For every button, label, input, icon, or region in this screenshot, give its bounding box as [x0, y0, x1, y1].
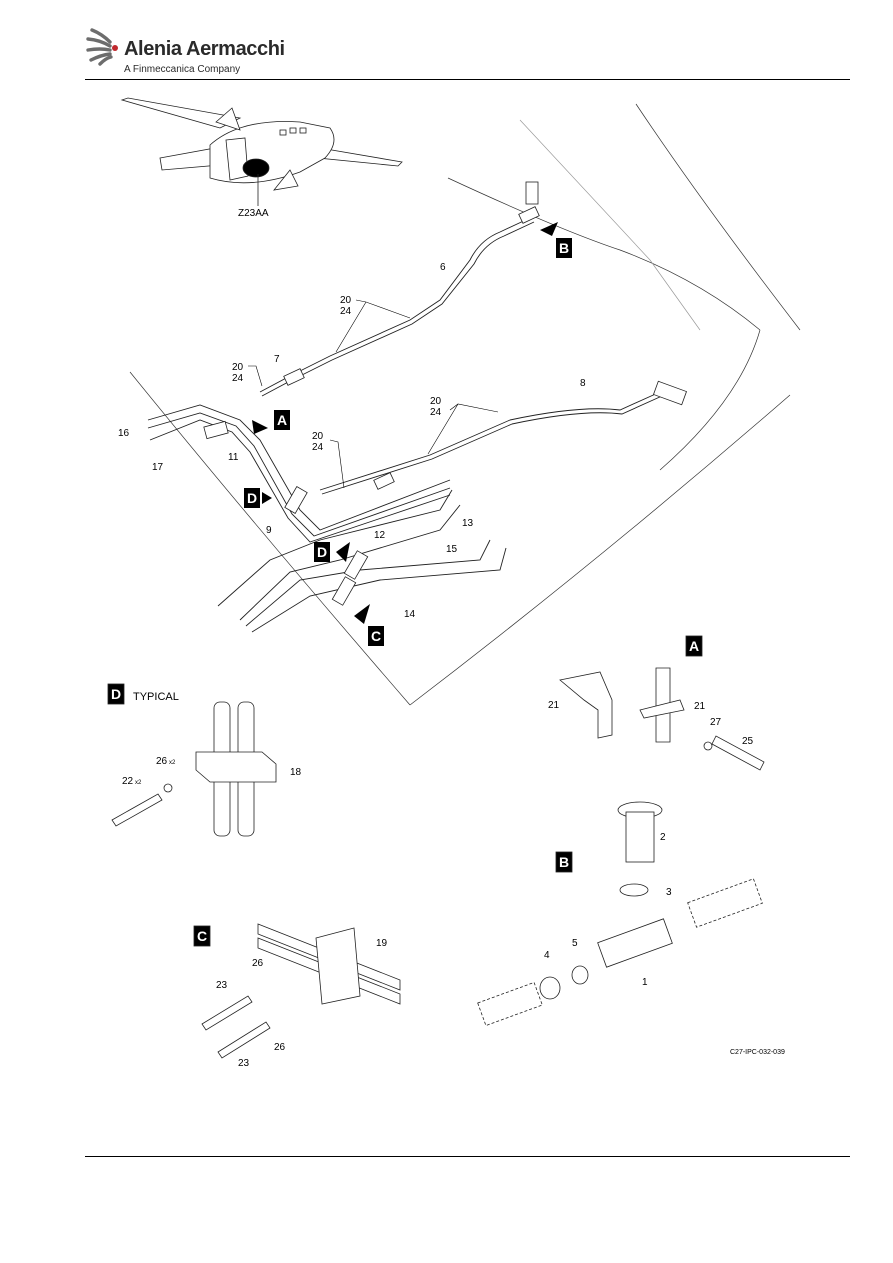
- label-1: 1: [642, 977, 648, 988]
- svg-text:11: 11: [228, 452, 239, 463]
- svg-text:7: 7: [274, 354, 280, 365]
- label-19: 19: [376, 938, 388, 949]
- svg-text:14: 14: [404, 609, 416, 620]
- detail-B-letter: B: [559, 854, 569, 870]
- svg-text:24: 24: [312, 442, 324, 453]
- label-26-D: 26: [156, 756, 168, 767]
- company-logo: Alenia Aermacchi A Finmeccanica Company: [86, 24, 286, 80]
- callout-D-1: D: [247, 490, 257, 506]
- svg-text:24: 24: [232, 373, 244, 384]
- detail-D: [107, 683, 277, 837]
- callout-D-2: D: [317, 544, 327, 560]
- callout-arrows: [252, 222, 558, 624]
- label-2: 2: [660, 832, 666, 843]
- svg-text:20: 20: [312, 431, 324, 442]
- svg-text:15: 15: [446, 544, 458, 555]
- label-5: 5: [572, 938, 578, 949]
- label-21-right: 21: [694, 701, 706, 712]
- label-4: 4: [544, 950, 550, 961]
- label-26-C1: 26: [252, 958, 264, 969]
- aircraft-locator-icon: [120, 97, 403, 206]
- callout-C: C: [371, 628, 381, 644]
- item-labels-main: 6 20 24 20 24 7 8 20 24 20 24 16 17 11 9…: [118, 262, 586, 620]
- detail-C-letter: C: [197, 928, 207, 944]
- label-21-left: 21: [548, 700, 560, 711]
- svg-text:20: 20: [232, 362, 244, 373]
- svg-text:12: 12: [374, 530, 386, 541]
- svg-text:13: 13: [462, 518, 474, 529]
- svg-text:9: 9: [266, 525, 272, 536]
- detail-D-caption: TYPICAL: [133, 691, 179, 703]
- footer-rule: [85, 1156, 850, 1157]
- tube-assembly: [147, 217, 663, 633]
- detail-A: [559, 635, 765, 771]
- callout-B: B: [559, 240, 569, 256]
- drawing-id: C27-IPC-032-039: [730, 1049, 785, 1056]
- structure-outline: [635, 103, 801, 331]
- svg-text:20: 20: [340, 295, 352, 306]
- label-27: 27: [710, 717, 722, 728]
- svg-text:20: 20: [430, 396, 442, 407]
- detail-D-letter: D: [111, 686, 121, 702]
- qty-22: x2: [135, 780, 142, 786]
- svg-text:8: 8: [580, 378, 586, 389]
- label-22: 22: [122, 776, 134, 787]
- svg-text:17: 17: [152, 462, 164, 473]
- callout-letter-boxes: B A D D C: [244, 238, 572, 646]
- detail-B: [477, 801, 763, 1027]
- callout-A: A: [277, 412, 287, 428]
- zone-label: Z23AA: [238, 208, 269, 219]
- label-3: 3: [666, 887, 672, 898]
- brand-tagline: A Finmeccanica Company: [124, 64, 241, 75]
- svg-text:6: 6: [440, 262, 446, 273]
- svg-text:24: 24: [430, 407, 442, 418]
- label-26-C2: 26: [274, 1042, 286, 1053]
- detail-C: [193, 923, 401, 1059]
- svg-text:24: 24: [340, 306, 352, 317]
- label-23-C1: 23: [216, 980, 228, 991]
- label-18: 18: [290, 767, 302, 778]
- detail-A-letter: A: [689, 638, 699, 654]
- logo-swoosh-icon: [86, 28, 118, 66]
- svg-text:16: 16: [118, 428, 130, 439]
- qty-26-D: x2: [169, 760, 176, 766]
- label-23-C2: 23: [238, 1058, 250, 1069]
- header-rule: [85, 79, 850, 80]
- brand-name: Alenia Aermacchi: [124, 38, 285, 60]
- label-25: 25: [742, 736, 754, 747]
